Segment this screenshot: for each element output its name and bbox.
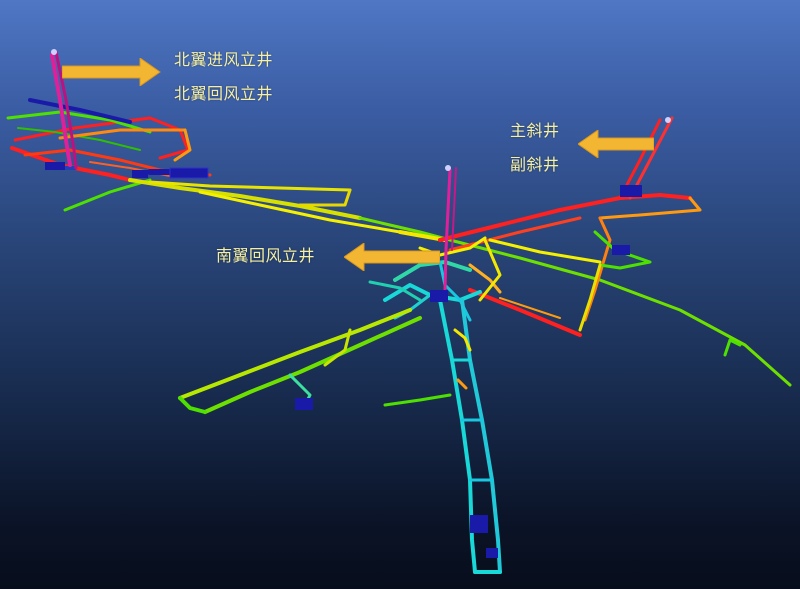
auxiliary-incline-shaft-label: 副斜井: [510, 155, 560, 174]
southwest-tunnels: [178, 280, 452, 414]
north-intake-shaft-label: 北翼进风立井: [174, 50, 274, 69]
main-incline-shaft-label: 主斜井: [510, 121, 560, 140]
main-roadway: [358, 216, 792, 387]
vertical-shafts: [50, 50, 457, 292]
arrow-left-icon: [578, 130, 654, 158]
arrow-left-icon: [344, 243, 440, 271]
equipment-chambers: [45, 49, 671, 558]
south-return-shaft-label: 南翼回风立井: [216, 246, 316, 265]
south-wing-tunnels: [438, 298, 502, 574]
north-wing-tunnels: [6, 98, 402, 234]
arrow-right-icon: [62, 58, 161, 86]
north-return-shaft-label: 北翼回风立井: [174, 84, 274, 103]
